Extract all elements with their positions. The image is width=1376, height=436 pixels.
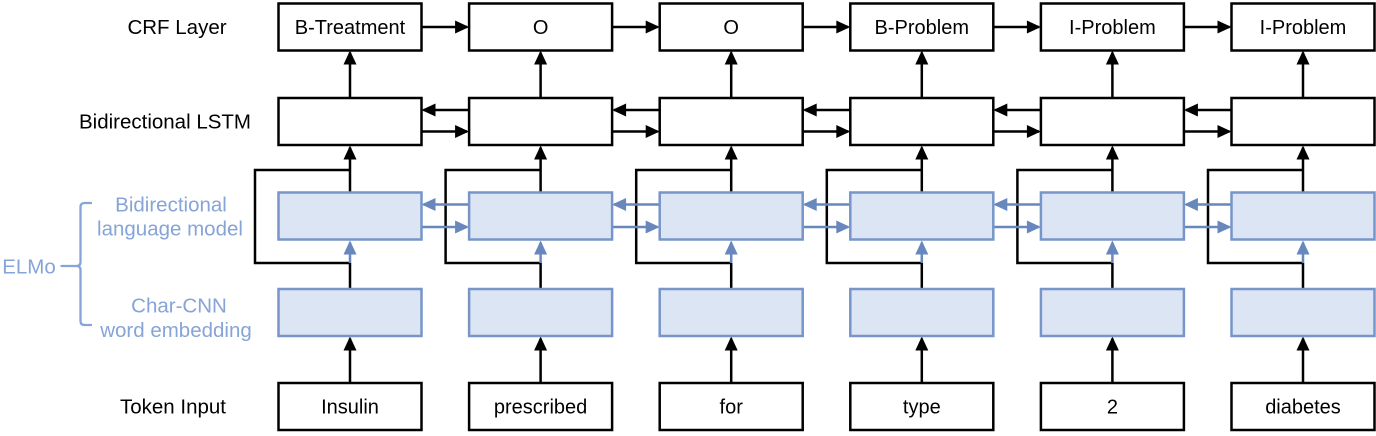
- crf-tag-label: O: [723, 17, 739, 39]
- bilm-box: [467, 191, 614, 241]
- crf-box: [849, 2, 995, 52]
- token-box: [1230, 381, 1376, 432]
- lstm-box: [849, 96, 995, 147]
- crf-box: [658, 2, 804, 52]
- elmo-bracket: [60, 201, 93, 327]
- charcnn-box: [849, 287, 995, 338]
- lstm-box: [1230, 96, 1376, 147]
- charcnn-label-line1: Char-CNN: [131, 295, 227, 318]
- token-word-label: diabetes: [1265, 397, 1341, 419]
- bilm-label-line2: language model: [97, 218, 243, 241]
- layer-skip-connections: [253, 168, 1303, 265]
- token-word-label: prescribed: [494, 397, 587, 419]
- token-box: [1039, 381, 1186, 432]
- bilm-box: [658, 191, 804, 241]
- lstm-box: [467, 96, 614, 147]
- crf-box: [467, 2, 614, 52]
- layer-blue-arrows: [343, 198, 1310, 263]
- skip-connection-line: [1206, 168, 1303, 265]
- skip-connection-line: [825, 168, 922, 265]
- token-box: [658, 381, 804, 432]
- crf-box: [1039, 2, 1186, 52]
- skip-connection-line: [444, 168, 541, 265]
- charcnn-box: [277, 287, 423, 338]
- crf-tag-label: I-Problem: [1260, 17, 1347, 39]
- lstm-box: [1039, 96, 1186, 147]
- skip-connection-line: [634, 168, 732, 265]
- charcnn-box: [467, 287, 614, 338]
- charcnn-box: [1039, 287, 1186, 338]
- token-word-label: type: [903, 397, 941, 419]
- skip-connection-line: [1016, 168, 1113, 265]
- lstm-box: [277, 96, 423, 147]
- token-box: [849, 381, 995, 432]
- crf-tag-label: B-Problem: [875, 17, 969, 39]
- bilm-box: [849, 191, 995, 241]
- charcnn-box: [658, 287, 804, 338]
- token-input-label: Token Input: [120, 396, 226, 419]
- crf-tag-label: B-Treatment: [295, 17, 406, 39]
- elmo-label: ELMo: [2, 256, 56, 279]
- crf-tag-label: I-Problem: [1069, 17, 1156, 39]
- layer-black-arrows: [343, 20, 1310, 383]
- lstm-box: [658, 96, 804, 147]
- skip-connection-line: [253, 168, 350, 265]
- token-box: [467, 381, 614, 432]
- bilm-box: [277, 191, 423, 241]
- crf-layer-label: CRF Layer: [127, 16, 226, 39]
- crf-box: [277, 2, 423, 52]
- bilm-box: [1039, 191, 1186, 241]
- token-box: [277, 381, 423, 432]
- token-word-label: Insulin: [321, 397, 379, 419]
- bilm-box: [1230, 191, 1376, 241]
- token-word-label: 2: [1107, 397, 1118, 419]
- bidirectional-lstm-label: Bidirectional LSTM: [79, 111, 251, 134]
- crf-box: [1230, 2, 1376, 52]
- crf-tag-label: O: [533, 17, 549, 39]
- layer-boxes: [277, 2, 1376, 432]
- charcnn-box: [1230, 287, 1376, 338]
- bilm-label-line1: Bidirectional: [115, 194, 227, 217]
- token-word-label: for: [720, 397, 744, 419]
- charcnn-label-line2: word embedding: [99, 319, 252, 342]
